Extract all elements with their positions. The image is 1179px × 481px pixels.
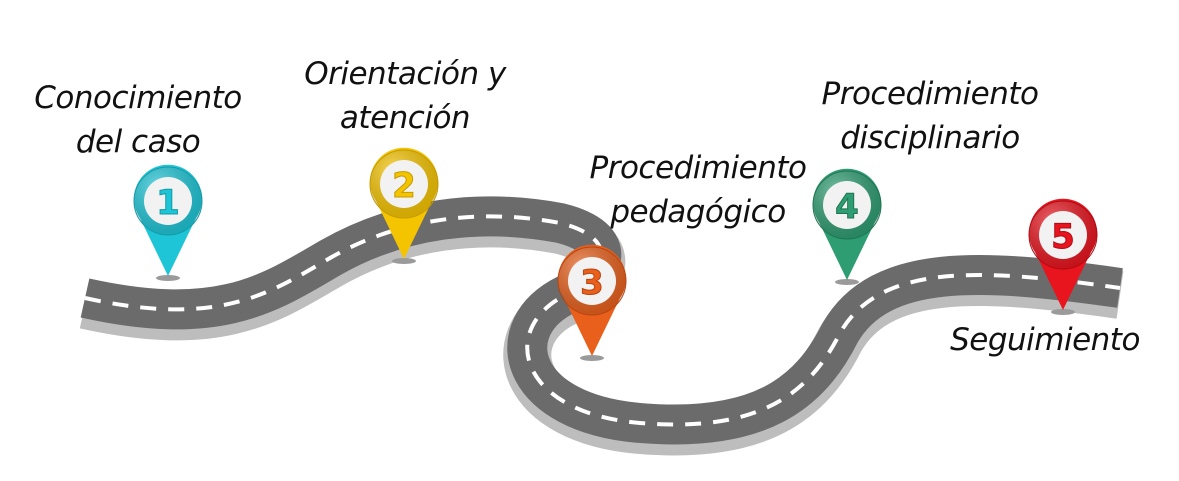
step-2-marker: 2 (369, 147, 439, 264)
step-4-number: 4 (835, 187, 859, 227)
step-4-label: Procedimiento disciplinario (810, 72, 1050, 160)
step-2-label-line: atención (339, 100, 471, 136)
step-3-label-line: Procedimiento (589, 150, 807, 186)
road-center-line (84, 214, 1121, 427)
step-1-marker: 1 (133, 164, 203, 281)
step-2-label-line: Orientación y (304, 56, 506, 92)
step-2-label: Orientación y atención (290, 52, 520, 140)
step-1-label: Conocimiento del caso (28, 76, 248, 164)
step-1-label-line: del caso (75, 124, 201, 160)
step-3-number: 3 (580, 263, 604, 303)
step-5-label-line: Seguimiento (950, 322, 1140, 358)
step-1-label-line: Conocimiento (34, 80, 242, 116)
step-4-label-line: Procedimiento (821, 76, 1039, 112)
step-5-marker: 5 (1028, 198, 1098, 315)
step-5-label: Seguimiento (940, 318, 1150, 362)
step-3-label-line: pedagógico (610, 194, 786, 230)
step-3-marker: 3 (557, 244, 627, 361)
step-5-number: 5 (1051, 217, 1075, 257)
step-4-marker: 4 (812, 168, 882, 285)
step-4-label-line: disciplinario (840, 120, 1020, 156)
step-1-number: 1 (156, 183, 180, 223)
step-2-number: 2 (392, 166, 416, 206)
step-3-label: Procedimiento pedagógico (578, 146, 818, 234)
